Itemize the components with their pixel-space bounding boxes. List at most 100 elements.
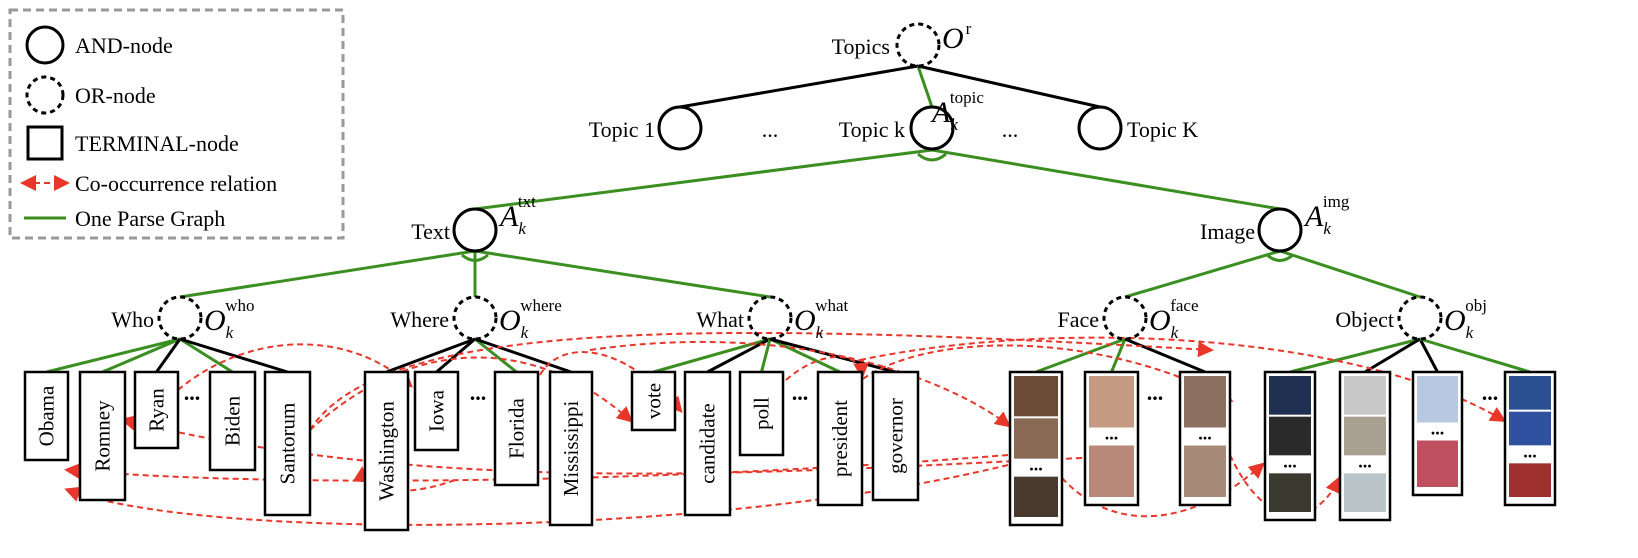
thumbnail-image [1269,473,1311,512]
parse-graph-edge [760,338,772,373]
graph-edge [385,337,476,374]
parse-graph-edge [474,337,518,374]
terminal-node: governor [871,370,920,502]
image-terminal-object-map: ... [1503,370,1557,507]
or-label-object: Object [1335,307,1394,332]
parse-graph-edge [474,249,771,299]
ellipsis: ... [1029,455,1043,475]
image-terminal-object-flag: ... [1411,370,1464,497]
parse-graph-edge [179,337,234,374]
topic-ellipsis: ... [1002,117,1019,142]
parse-graph-edge [179,249,476,299]
or-node-object [1397,295,1443,341]
thumbnail-image [1344,473,1386,512]
image-terminal-face-bush: ... [1178,370,1232,507]
thumbnail-image [1014,376,1058,417]
parse-graph-edge [1279,249,1421,299]
terminal-label: governor [884,398,908,474]
terminal-label: Ryan [145,388,169,432]
ellipsis: ... [1198,424,1212,444]
and-node-topic-1 [657,105,703,151]
terminal-label: candidate [696,403,720,483]
thumbnail-image [1509,411,1551,446]
terminal-node: Florida [493,370,540,487]
and-node-topic-k [909,105,955,151]
thumbnail-image [1184,445,1226,497]
ellipsis: ... [1523,441,1537,461]
cooccurrence-relation [589,340,1012,428]
terminal-node: Ryan [133,370,180,450]
graph-edge [474,337,572,374]
image-label: Image [1200,219,1255,244]
thumbnail-image [1269,376,1311,415]
or-label-where: Where [390,307,449,332]
topic-k-label: Topic k [839,117,905,142]
thumbnail-image [1417,376,1458,423]
terminal-label: Obama [35,385,59,446]
and-node-text [452,207,498,253]
or-node-where [452,295,498,341]
parse-graph-edge [916,65,934,108]
terminal-label: Iowa [425,389,449,432]
graph-edge [917,64,1101,109]
legend-or-node: OR-node [75,83,156,108]
or-symbol-where: Okwhere [499,296,562,342]
ellipsis: ... [1482,380,1499,405]
ellipsis: ... [1105,424,1119,444]
image-terminal-object-building: ... [1338,370,1392,522]
cooccurrence-relation [177,343,413,391]
parse-graph-edge [1110,338,1127,373]
terminal-node: Mississippi [548,370,594,527]
or-label-what: What [696,307,744,332]
terminal-node: poll [738,370,785,457]
thumbnail-image [1417,440,1458,487]
cooccurrence-relation [539,351,683,414]
legend-cooccurrence: Co-occurrence relation [75,171,277,196]
topic-k-symbol: Aktopic [930,88,984,134]
thumbnail-image [1344,416,1386,456]
and-node-image [1257,207,1303,253]
or-node-topics [895,22,941,68]
terminal-node: vote [630,370,677,432]
ellipsis: ... [470,380,487,405]
cooccurrence-relation [309,331,1214,431]
parse-graph-edge [1419,337,1531,374]
graph-edge [179,337,288,374]
or-symbol-object: Okobj [1444,296,1487,342]
or-node-icon [25,75,65,115]
topic-1-label: Topic 1 [589,117,655,142]
terminal-node: Obama [23,370,70,462]
topic-ellipsis: ... [762,117,779,142]
text-label: Text [411,219,450,244]
image-terminal-face-romney: ... [1083,370,1140,507]
or-label-who: Who [111,307,154,332]
or-symbol-face: Okface [1149,296,1199,342]
graph-edge [1364,337,1421,374]
terminal-node: Romney [78,370,127,502]
or-node-face [1102,295,1148,341]
terminal-node-icon [26,125,64,161]
graph-edge [1418,338,1439,373]
terminal-label: Santorum [276,403,300,485]
legend-and-node: AND-node [75,33,173,58]
cooccurrence-relation [785,355,869,381]
thumbnail-image [1509,463,1551,497]
thumbnail-image [1089,445,1134,497]
graph-edge [679,64,919,109]
terminal-label: president [828,400,852,477]
graph-edge [1124,337,1206,374]
image-terminal-object-suit: ... [1263,370,1317,522]
terminal-node: candidate [683,370,732,517]
thumbnail-image [1014,476,1058,517]
thumbnail-image [1269,416,1311,456]
terminal-node: Santorum [263,370,312,517]
and-node-icon [25,25,65,65]
legend-parse-graph: One Parse Graph [75,206,225,231]
topic-K-label: Topic K [1127,117,1198,142]
thumbnail-image [1184,376,1226,428]
terminal-label: Biden [221,395,245,446]
ellipsis: ... [792,380,809,405]
terminal-label: Florida [505,397,529,458]
or-node-who [157,295,203,341]
